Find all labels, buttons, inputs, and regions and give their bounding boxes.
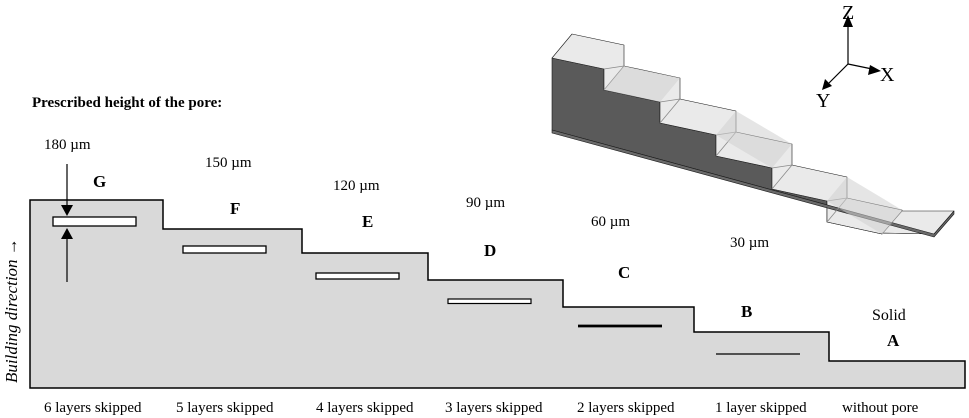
- pore-height-a: Solid: [872, 307, 906, 324]
- axis-x-label: X: [880, 64, 895, 86]
- layers-caption-a: without pore: [842, 400, 919, 416]
- layers-caption-e: 4 layers skipped: [316, 400, 414, 416]
- axis-z-label: Z: [842, 2, 854, 24]
- axis-y-label: Y: [816, 90, 830, 112]
- building-direction-label: Building direction →: [2, 238, 21, 383]
- step-letter-a: A: [887, 331, 900, 350]
- diagram-title: Prescribed height of the pore:: [32, 95, 222, 111]
- stair-block-3d: [551, 33, 955, 238]
- step-profile: [29, 199, 966, 389]
- step-letter-e: E: [362, 212, 373, 231]
- pore-height-c: 60 µm: [591, 214, 630, 230]
- layers-caption-c: 2 layers skipped: [577, 400, 675, 416]
- pore-d: [447, 298, 532, 305]
- step-letter-d: D: [484, 241, 496, 260]
- step-letter-c: C: [618, 263, 630, 282]
- axes-icon: Z X Y: [816, 2, 895, 112]
- pore-height-e: 120 µm: [333, 178, 380, 194]
- pore-f: [182, 245, 267, 254]
- layers-caption-d: 3 layers skipped: [445, 400, 543, 416]
- step-letter-f: F: [230, 199, 240, 218]
- layers-caption-b: 1 layer skipped: [715, 400, 807, 416]
- pore-height-b: 30 µm: [730, 235, 769, 251]
- pore-height-g: 180 µm: [44, 137, 91, 153]
- pore-e: [315, 272, 400, 280]
- step-letter-g: G: [93, 172, 106, 191]
- step-letter-b: B: [741, 302, 752, 321]
- pore-height-f: 150 µm: [205, 155, 252, 171]
- layers-caption-g: 6 layers skipped: [44, 400, 142, 416]
- layers-caption-f: 5 layers skipped: [176, 400, 274, 416]
- height-indicator-arrows: [61, 164, 73, 282]
- pore-height-d: 90 µm: [466, 195, 505, 211]
- pore-g: [52, 216, 137, 227]
